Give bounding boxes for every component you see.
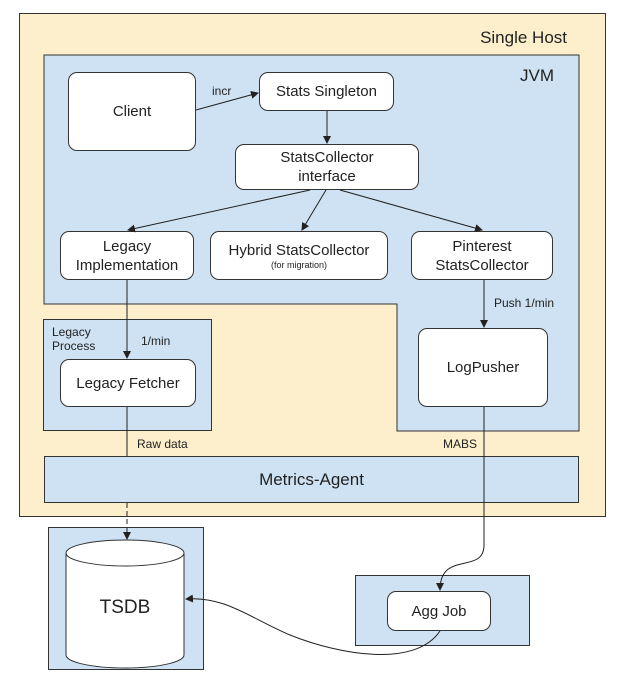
log-pusher-label: LogPusher	[446, 359, 520, 376]
tsdb-label: TSDB	[99, 597, 151, 618]
push-rate-label: Push 1/min	[494, 296, 555, 310]
metrics-agent-box: Metrics-Agent	[44, 456, 579, 503]
log-pusher-node: LogPusher	[418, 328, 548, 407]
fetch-rate-label: 1/min	[141, 334, 171, 348]
stats-collector-interface-label: StatsCollector interface	[280, 149, 374, 185]
client-label: Client	[112, 103, 152, 120]
legacy-implementation-label: Legacy Implementation	[75, 237, 179, 274]
raw-data-label: Raw data	[137, 437, 188, 451]
stats-singleton-label: Stats Singleton	[276, 83, 377, 100]
stats-singleton-node: Stats Singleton	[259, 72, 394, 111]
agg-job-label: Agg Job	[411, 602, 467, 620]
agg-job-node: Agg Job	[387, 591, 491, 631]
incr-label: incr	[212, 84, 232, 98]
client-node: Client	[68, 72, 196, 151]
metrics-agent-label: Metrics-Agent	[259, 469, 364, 489]
pinterest-stats-collector-node: Pinterest StatsCollector	[411, 231, 553, 280]
mabs-label: MABS	[443, 437, 478, 451]
stats-collector-interface-node: StatsCollector interface	[235, 144, 419, 190]
single-host-label: Single Host	[480, 28, 567, 47]
hybrid-note-label: (for migration)	[270, 259, 327, 270]
hybrid-stats-collector-node: Hybrid StatsCollector (for migration)	[210, 231, 388, 280]
jvm-label: JVM	[520, 66, 554, 85]
legacy-fetcher-node: Legacy Fetcher	[60, 359, 196, 407]
pinterest-stats-collector-label: Pinterest StatsCollector	[435, 237, 529, 274]
legacy-implementation-node: Legacy Implementation	[60, 231, 194, 280]
legacy-fetcher-label: Legacy Fetcher	[76, 374, 180, 392]
legacy-process-label: Legacy Process	[52, 325, 96, 353]
hybrid-stats-collector-label: Hybrid StatsCollector	[228, 241, 370, 259]
